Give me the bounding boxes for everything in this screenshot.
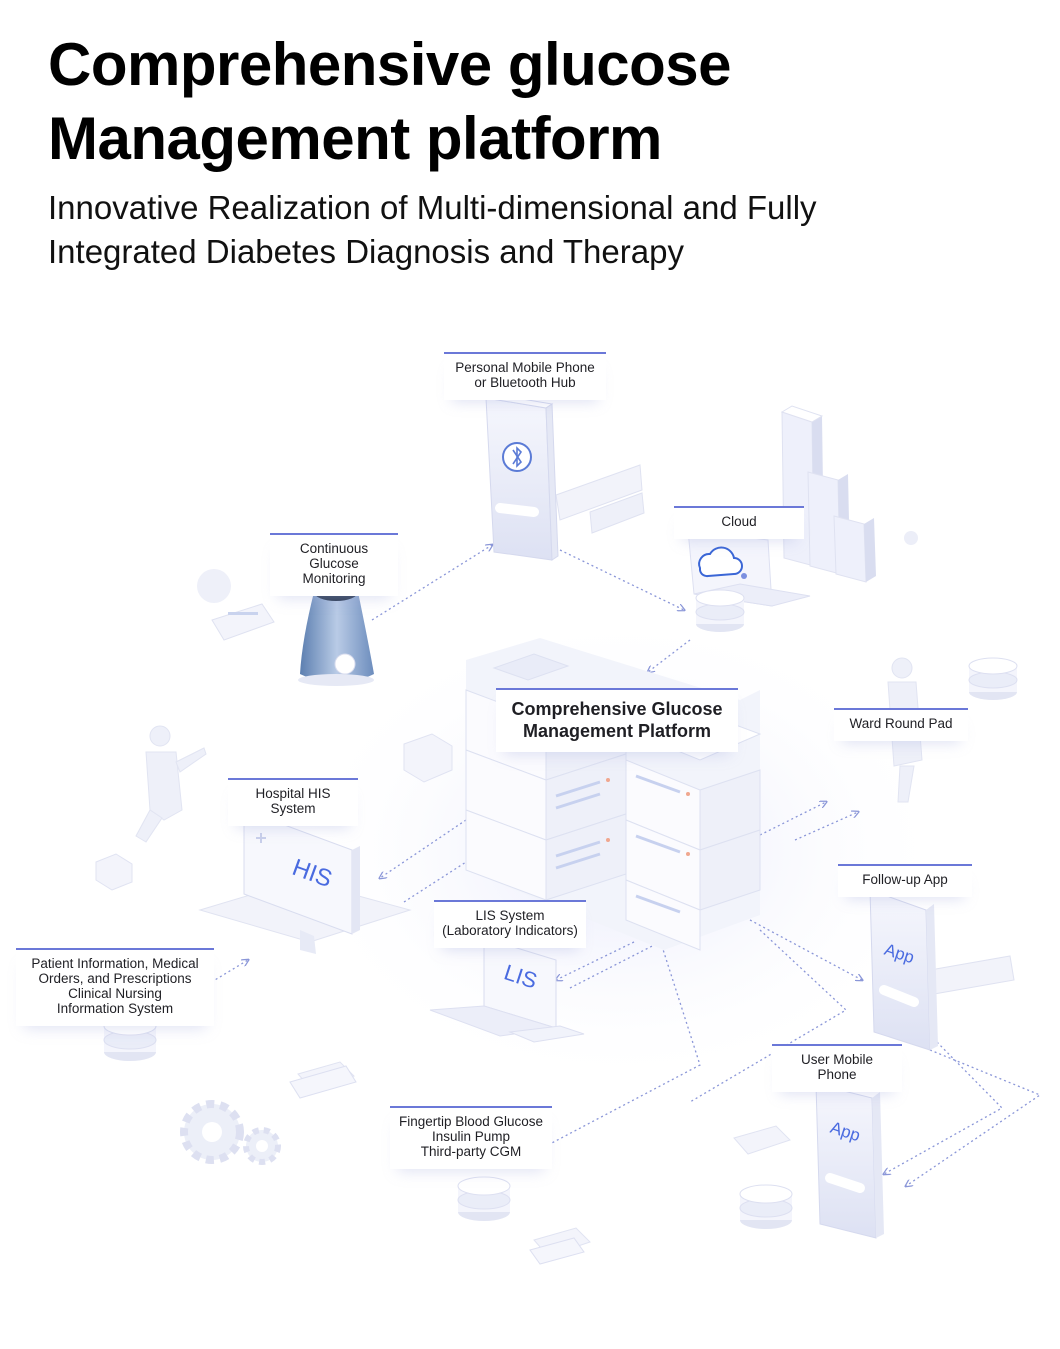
- arrow-cloud-to-platform: [648, 639, 691, 672]
- connection-arrows: [189, 545, 1042, 1186]
- arrow-fingertip-to-platform: [547, 940, 701, 1146]
- diagram-illustration: [95, 393, 1042, 1265]
- arrow-pad-to-platform: [794, 812, 858, 841]
- arrow-cgm-to-phone: [371, 545, 492, 621]
- label-cgm: Continuous Glucose Monitoring: [270, 533, 398, 596]
- platform-diagram: HIS LIS App App Personal Mobile Phone or…: [0, 290, 1060, 1330]
- title-line-2: Management platform: [48, 105, 662, 172]
- arrow-phone-to-cloud: [559, 549, 684, 610]
- arrow-platform-to-followup: [749, 919, 862, 980]
- gear-icon: [180, 1100, 281, 1165]
- label-lis: LIS System (Laboratory Indicators): [434, 900, 586, 948]
- page-subtitle: Innovative Realization of Multi-dimensio…: [48, 186, 817, 274]
- label-cloud: Cloud: [674, 506, 804, 539]
- lis-laptop: [429, 937, 585, 1043]
- document-cards: [289, 1065, 585, 1265]
- his-monitor: [198, 809, 412, 954]
- arrow-followup-to-userphone: [906, 1049, 1042, 1186]
- label-phone-hub: Personal Mobile Phone or Bluetooth Hub: [444, 352, 606, 400]
- database-icons: [103, 589, 1018, 1229]
- label-platform: Comprehensive Glucose Management Platfor…: [496, 688, 738, 752]
- label-follow-up: Follow-up App: [838, 864, 972, 897]
- subtitle-line-2: Integrated Diabetes Diagnosis and Therap…: [48, 233, 684, 270]
- follow-up-phone: [869, 889, 1015, 1051]
- title-line-1: Comprehensive glucose: [48, 31, 732, 98]
- label-user-phone: User Mobile Phone: [772, 1044, 902, 1092]
- label-his: Hospital HIS System: [228, 778, 358, 826]
- user-mobile-phone: [815, 1083, 884, 1239]
- label-patient-info: Patient Information, Medical Orders, and…: [16, 948, 214, 1026]
- arrow-platform-to-pad: [759, 802, 826, 836]
- label-fingertip: Fingertip Blood Glucose Insulin Pump Thi…: [390, 1106, 552, 1169]
- arrow-platform-to-his: [380, 819, 467, 878]
- cloud-icon: [698, 546, 743, 578]
- page-title: Comprehensive glucose Management platfor…: [48, 28, 732, 176]
- doctor-figure-left: [135, 725, 207, 843]
- subtitle-line-1: Innovative Realization of Multi-dimensio…: [48, 189, 817, 226]
- label-ward-pad: Ward Round Pad: [834, 708, 968, 741]
- phone-hub-device: [484, 393, 645, 561]
